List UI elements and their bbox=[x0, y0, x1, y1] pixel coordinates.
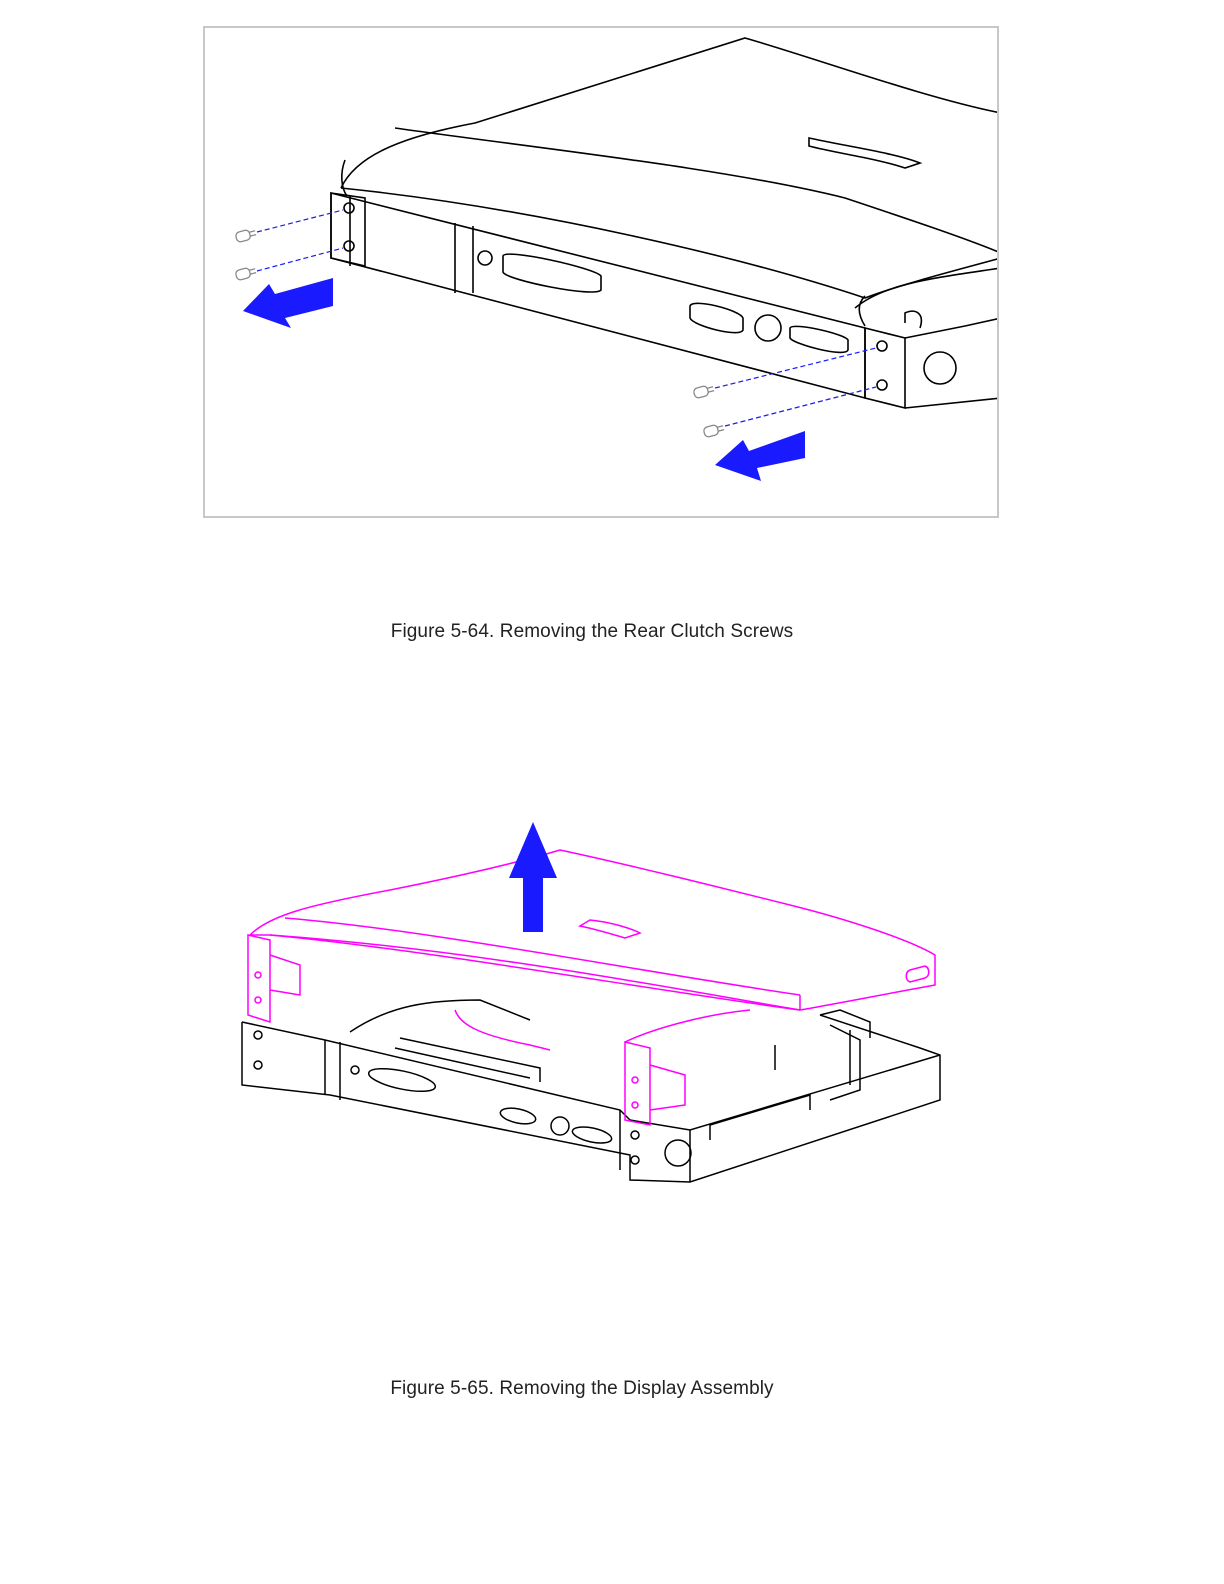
left-lower-screw-hole bbox=[344, 241, 354, 251]
right-upper-screw-hole bbox=[877, 341, 887, 351]
right-side-knob bbox=[665, 1140, 691, 1166]
up-arrow-icon bbox=[509, 822, 557, 932]
display-assembly-illustration bbox=[230, 810, 960, 1190]
right-side-knob bbox=[924, 352, 956, 384]
figure-display-assembly bbox=[230, 810, 960, 1190]
left-clutch-bracket bbox=[331, 193, 365, 266]
mouse-port bbox=[551, 1117, 569, 1135]
video-port bbox=[571, 1124, 613, 1146]
rear-clutch-screws-illustration bbox=[205, 28, 999, 518]
right-lower-screw-hole bbox=[877, 380, 887, 390]
rear-panel bbox=[331, 193, 865, 398]
parallel-port bbox=[503, 254, 601, 292]
mouse-port bbox=[755, 315, 781, 341]
serial-port bbox=[499, 1105, 537, 1126]
video-port bbox=[790, 326, 848, 352]
parallel-port bbox=[367, 1064, 437, 1096]
figure-rear-clutch-screws bbox=[203, 26, 999, 518]
screw-icon bbox=[703, 423, 725, 438]
screw-icon bbox=[693, 384, 715, 399]
left-upper-screw-hole bbox=[344, 203, 354, 213]
serial-port bbox=[690, 303, 743, 332]
right-arrow-icon bbox=[715, 431, 805, 481]
base-unit bbox=[242, 1000, 940, 1182]
screw-icon bbox=[235, 228, 257, 243]
screw-icon bbox=[235, 266, 257, 281]
right-clutch-bracket bbox=[865, 328, 905, 408]
port-round-left bbox=[478, 251, 492, 265]
figure-caption: Figure 5-64. Removing the Rear Clutch Sc… bbox=[0, 621, 1204, 643]
left-arrow-icon bbox=[243, 278, 333, 328]
display-assembly bbox=[248, 850, 935, 1125]
screws bbox=[235, 228, 725, 438]
figure-caption: Figure 5-65. Removing the Display Assemb… bbox=[0, 1378, 1194, 1400]
